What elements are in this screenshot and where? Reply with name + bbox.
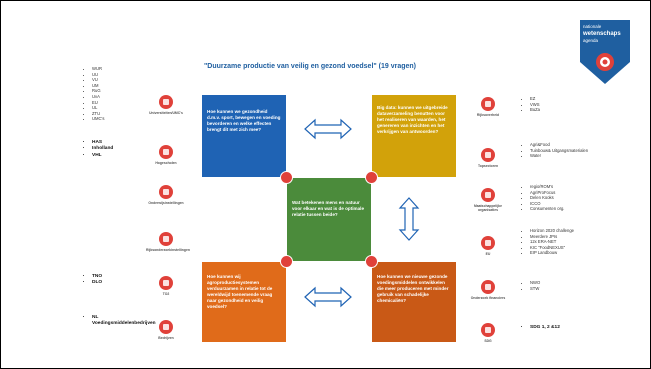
topsectoren-list: Agri&Food Tuinbouw& Uitgangsmaterialen W…	[520, 142, 592, 159]
rijks-label: Rijksonderzoekinstellingen	[146, 248, 190, 252]
list-item: EZ	[530, 96, 540, 102]
maatschappelijk-label: Maatschappelijke organisaties	[473, 204, 503, 212]
building-icon	[159, 185, 173, 199]
hogescholen-group: Hogescholen	[146, 145, 186, 165]
people-icon	[481, 97, 495, 111]
topsectoren-group: Topsectoren	[468, 148, 508, 168]
crown-icon	[481, 148, 495, 162]
bedrijven-label: Bedrijven	[158, 336, 174, 340]
question-box-bigdata: Big data: kunnen we uitgebreide dataverz…	[372, 95, 456, 177]
factory-icon	[159, 320, 173, 334]
link-icon	[365, 255, 378, 268]
list-item: EU	[92, 100, 104, 106]
list-item: STW	[530, 286, 540, 292]
logo-line2: wetenschaps	[582, 31, 621, 37]
list-item: NWO	[530, 280, 540, 286]
question-box-newfood: Hoe kunnen we nieuwe gezonde voedingsmid…	[372, 262, 456, 342]
list-item: Tuinbouw& Uitgangsmaterialen	[530, 148, 592, 154]
graduation-cap-icon	[159, 145, 173, 159]
list-item: TNO	[92, 274, 102, 280]
list-item: EIP Landbouw	[530, 250, 574, 256]
list-item: UU	[92, 72, 104, 78]
list-item: UM	[92, 83, 104, 89]
financiers-group: Onderzoek financiers	[468, 280, 508, 300]
bedrijven-list: NL Voedingsmiddelenbedrijven	[82, 315, 156, 328]
nwa-logo: nationale wetenschaps agenda	[580, 20, 630, 84]
double-arrow-horizontal-icon	[304, 118, 352, 140]
eu-group: EU	[468, 236, 508, 256]
sdg-group: SDG	[468, 323, 508, 343]
question-box-nature: Wat betekenen mens en natuur voor elkaar…	[287, 178, 371, 261]
financiers-label: Onderzoek financiers	[470, 296, 506, 300]
financiers-list: NWO STW	[520, 280, 540, 291]
list-item: ZTU	[92, 111, 104, 117]
link-icon	[280, 171, 293, 184]
eu-flag-icon	[481, 236, 495, 250]
community-icon	[481, 188, 495, 202]
to2-label: TO2	[162, 292, 170, 296]
link-icon	[365, 171, 378, 184]
list-item: KIC "FoodNEXUS"	[530, 245, 574, 251]
hogescholen-list: HAS Inholland VHL	[82, 140, 113, 159]
list-item: AgriProFocus	[530, 190, 564, 196]
sdg-list: SDG 1, 2 &12	[520, 325, 560, 331]
eu-label: EU	[485, 252, 491, 256]
list-item: regio/ROM's	[530, 184, 564, 190]
rijksoverheid-group: Rijksoverheid	[468, 97, 508, 117]
list-item: SDG 1, 2 &12	[530, 325, 560, 331]
list-item: NL Voedingsmiddelenbedrijven	[92, 315, 156, 328]
logo-line1: nationale	[583, 24, 602, 29]
list-item: Inholland	[92, 146, 113, 152]
universities-group: Universiteiten/UMC's	[146, 95, 186, 115]
link-icon	[280, 255, 293, 268]
rijksoverheid-list: EZ VWS BuZa	[520, 96, 540, 113]
hogescholen-label: Hogescholen	[155, 161, 177, 165]
globe-icon	[481, 323, 495, 337]
logo-line3: agenda	[583, 38, 599, 43]
list-item: VWS	[530, 102, 540, 108]
list-item: UvA	[92, 94, 104, 100]
eu-list: Horizon 2020 challenge Meerdere JPIs 12x…	[520, 228, 574, 256]
list-item: VU	[92, 77, 104, 83]
list-item: 12x ERA-NET	[530, 239, 574, 245]
list-item: UMC's	[92, 116, 104, 122]
institute-icon	[159, 232, 173, 246]
list-item: ICCO	[530, 201, 564, 207]
double-arrow-vertical-icon	[398, 197, 420, 241]
rijksoverheid-label: Rijksoverheid	[476, 113, 500, 117]
slide-title: "Duurzame productie van veilig en gezond…	[203, 63, 417, 70]
list-item: UL	[92, 105, 104, 111]
list-item: Delen Kooks	[530, 195, 564, 201]
onderwijs-label: Onderwijsinstellingen	[148, 201, 184, 205]
onderwijs-group: Onderwijsinstellingen	[146, 185, 186, 205]
list-item: Consumenten org.	[530, 206, 564, 212]
list-item: Water	[530, 153, 592, 159]
topsectoren-label: Topsectoren	[477, 164, 499, 168]
double-arrow-horizontal-icon	[304, 286, 352, 308]
rijks-group: Rijksonderzoekinstellingen	[146, 232, 190, 252]
list-item: WUR	[92, 66, 104, 72]
list-item: DLO	[92, 280, 102, 286]
to2-list: TNO DLO	[82, 274, 102, 287]
sdg-label: SDG	[484, 339, 492, 343]
universities-list: WUR UU VU UM RuG UvA EU UL ZTU UMC's	[82, 66, 104, 122]
list-item: BuZa	[530, 107, 540, 113]
maatschappelijk-list: regio/ROM's AgriProFocus Delen Kooks ICC…	[520, 184, 564, 212]
bedrijven-group: Bedrijven	[146, 320, 186, 340]
list-item: Horizon 2020 challenge	[530, 228, 574, 234]
to2-group: TO2	[146, 276, 186, 296]
maatschappelijk-group: Maatschappelijke organisaties	[468, 188, 508, 212]
list-item: HAS	[92, 140, 113, 146]
question-box-health: Hoe kunnen we gezondheid d.m.v. sport, b…	[202, 95, 286, 177]
list-item: Meerdere JPIs	[530, 234, 574, 240]
universities-label: Universiteiten/UMC's	[149, 111, 183, 115]
lab-icon	[159, 276, 173, 290]
graduation-cap-icon	[159, 95, 173, 109]
money-icon	[481, 280, 495, 294]
list-item: RuG	[92, 88, 104, 94]
list-item: VHL	[92, 153, 113, 159]
question-box-agro: Hoe kunnen wij agroproductiesystemen ver…	[202, 262, 286, 342]
list-item: Agri&Food	[530, 142, 592, 148]
